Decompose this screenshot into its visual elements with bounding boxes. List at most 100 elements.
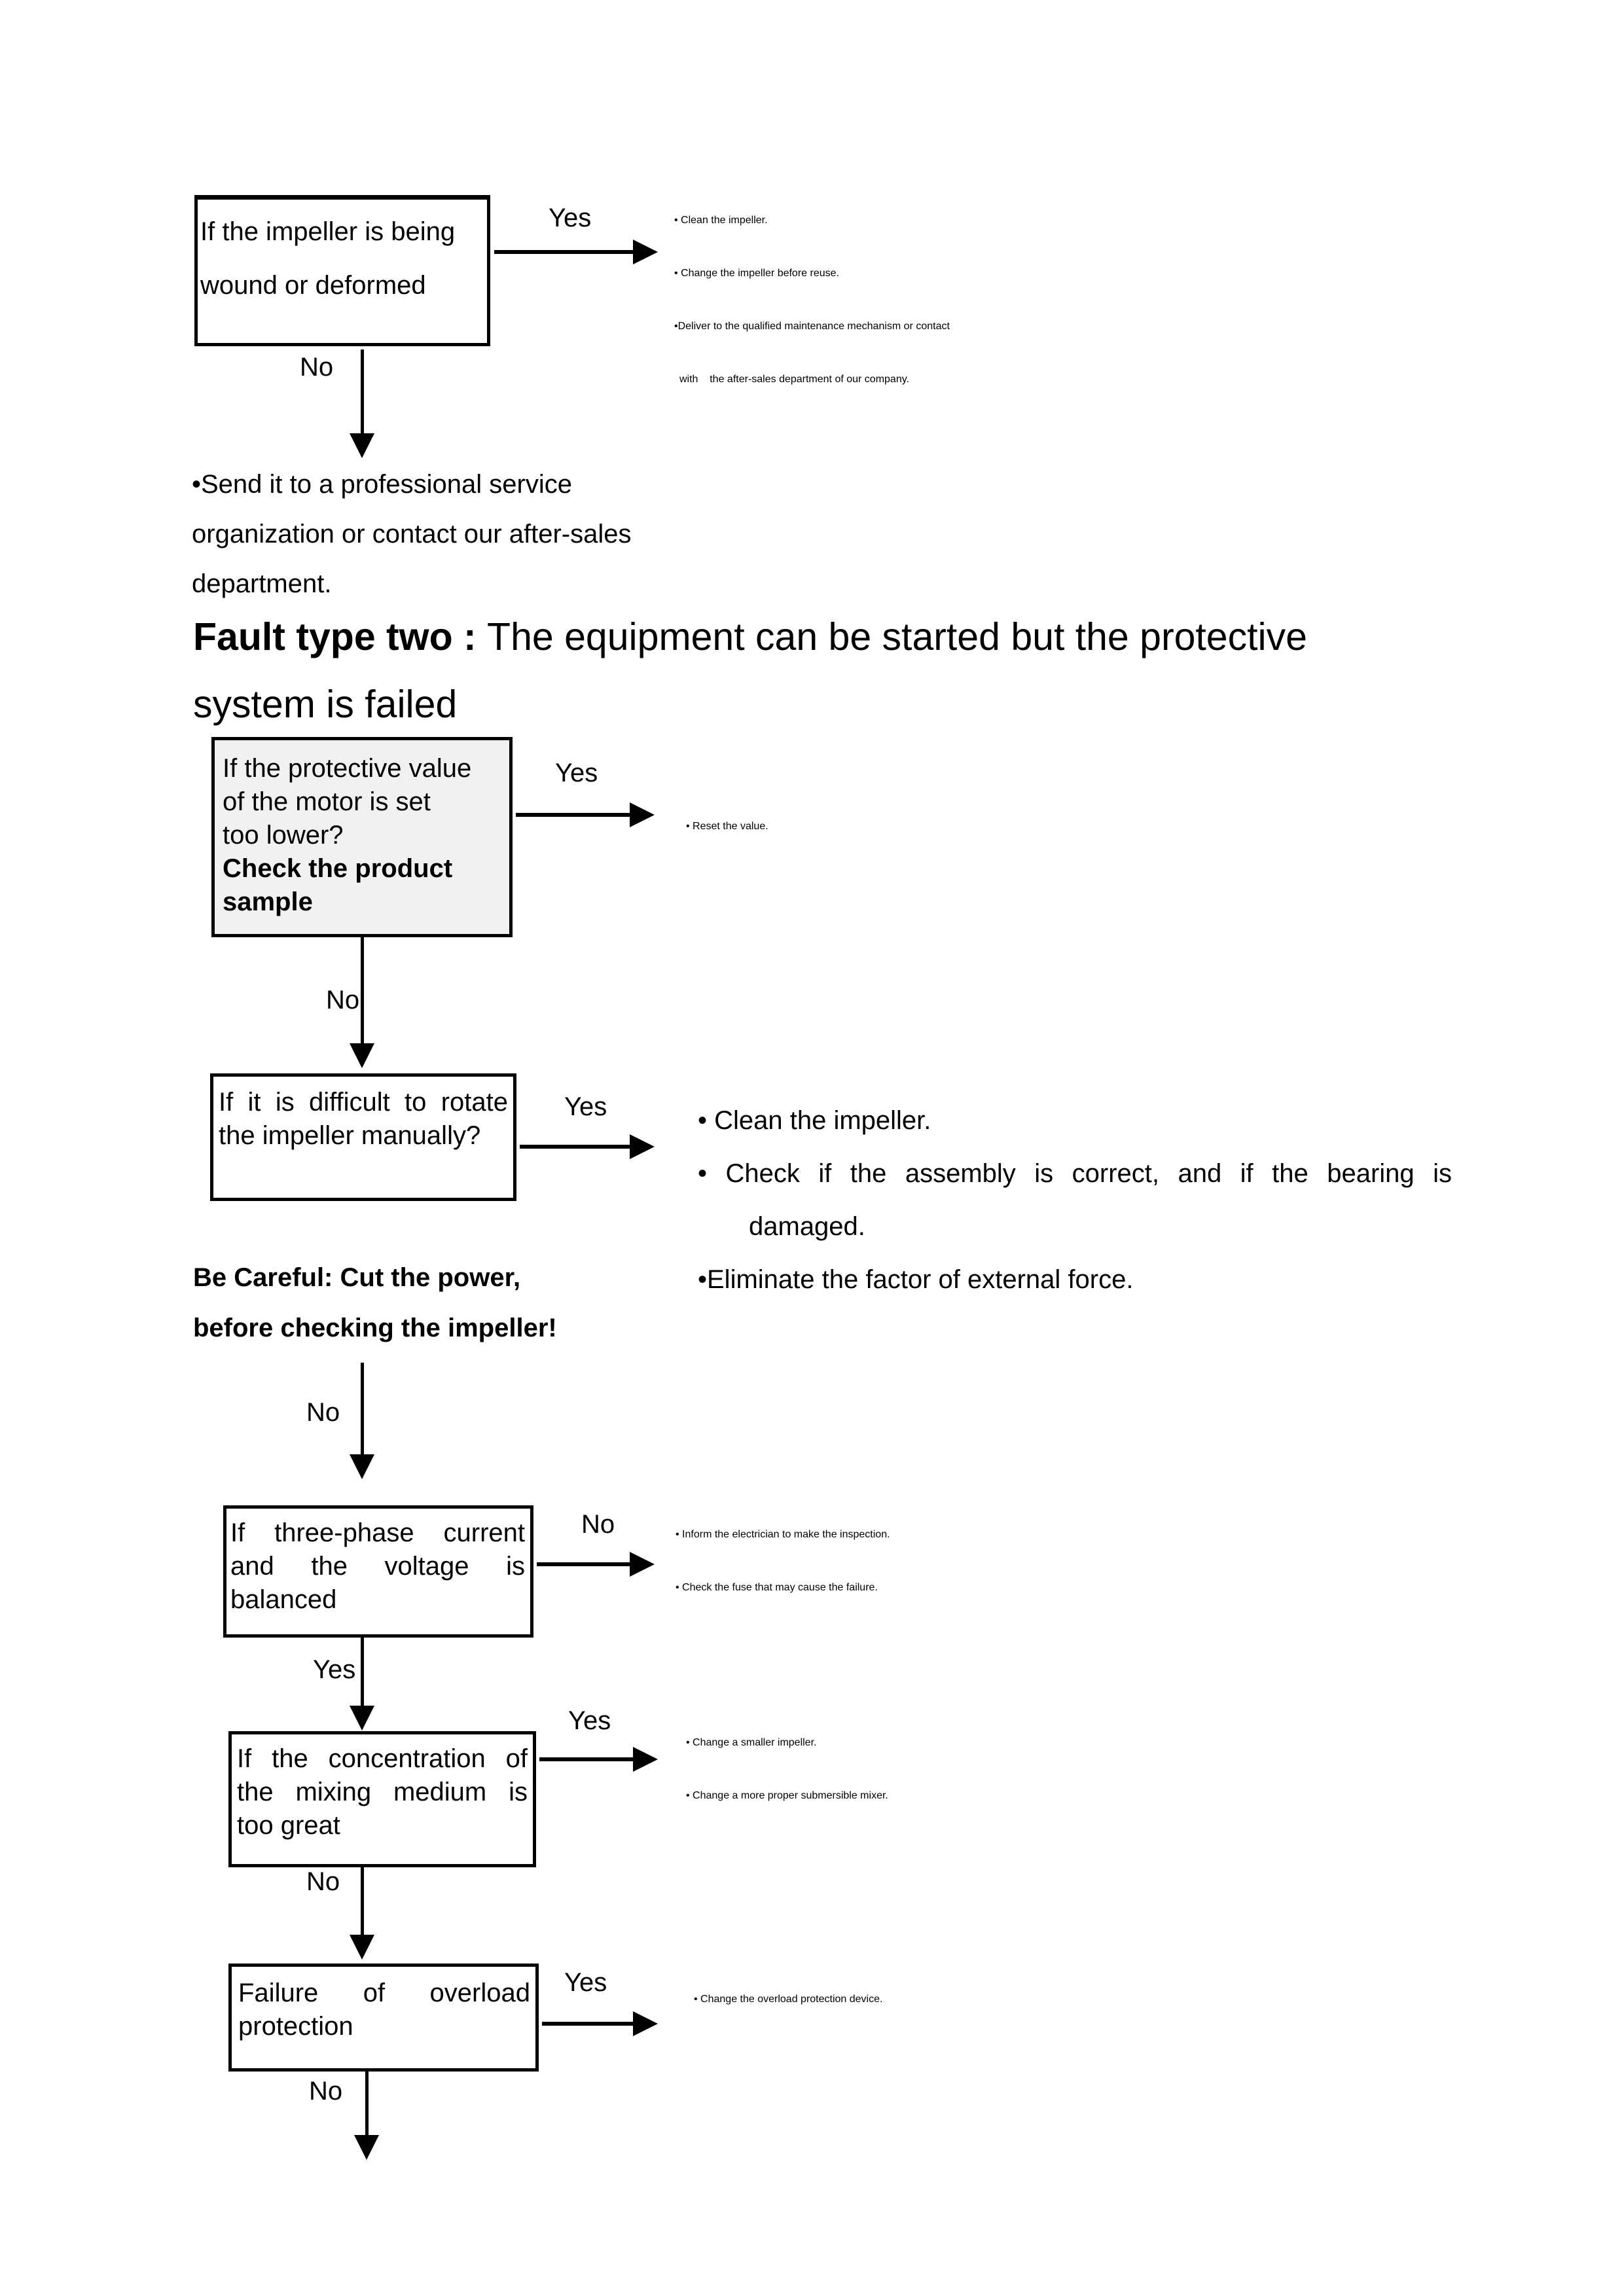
text-line: sample [223, 888, 313, 916]
label-yes-2: Yes [555, 759, 598, 787]
arrow-shaft [520, 1145, 634, 1149]
arrow-head-right-icon [633, 2011, 658, 2036]
arrow-head-right-icon [630, 1552, 655, 1577]
yes-arrow-2 [516, 802, 655, 827]
arrow-head-down-icon [350, 1706, 374, 1731]
text-line: with the after-sales department of our c… [679, 374, 909, 385]
result-lines: • Change the overload protection device. [694, 1973, 1447, 2026]
text-line: too great [237, 1811, 340, 1840]
text-line: • Clean the impeller. [674, 215, 768, 226]
decision-box-text: Failure of overload protection [238, 1977, 530, 2043]
no-arrow-6 [353, 2072, 380, 2160]
result-lines: • Clean the impeller. • Check if the asse… [698, 1094, 1452, 1306]
text-line: If the impeller is being [200, 217, 456, 246]
text-line: department. [192, 569, 332, 598]
text-line: organization or contact our after-sales [192, 520, 632, 548]
decision-box-overload-protection: Failure of overload protection [228, 1964, 539, 2072]
arrow-head-right-icon [633, 1747, 658, 1772]
arrow-head-right-icon [630, 1134, 655, 1159]
paragraph-lines: •Send it to a professional service organi… [192, 459, 631, 609]
label-yes-6: Yes [564, 1968, 607, 1997]
text-line: If the protective value [223, 754, 472, 783]
heading-line-2: system is failed [193, 683, 458, 726]
no-result-paragraph-1: •Send it to a professional service organi… [192, 459, 631, 609]
label-yes-5: Yes [568, 1706, 611, 1735]
result-list-1: • Clean the impeller. • Change the impell… [674, 194, 1443, 406]
no-arrow-1 [349, 350, 375, 458]
yes-arrow-4 [349, 1638, 375, 1731]
label-no-4: No [581, 1510, 615, 1539]
text-line: • Change a more proper submersible mixer… [686, 1790, 888, 1801]
text-line: Check the product [223, 854, 453, 883]
label-no-6: No [309, 2077, 343, 2106]
label-no-2: No [326, 986, 360, 1014]
arrow-shaft [360, 350, 364, 435]
decision-box-rotate-impeller: If it is difficult to rotate the impeller… [210, 1073, 516, 1201]
yes-arrow-1 [494, 240, 658, 264]
result-list-4: • Inform the electrician to make the ins… [676, 1508, 1445, 1614]
caution-note: Be Careful: Cut the power,before checkin… [193, 1253, 557, 1354]
text-line: • Check the fuse that may cause the fail… [676, 1582, 878, 1593]
arrow-head-down-icon [354, 2135, 379, 2160]
decision-box-text: If the concentration of the mixing medium… [237, 1742, 528, 1842]
arrow-head-right-icon [630, 802, 655, 827]
text-line: Be Careful: Cut the power, [193, 1263, 521, 1292]
label-yes-1: Yes [549, 204, 592, 232]
arrow-head-down-icon [350, 1043, 374, 1068]
yes-arrow-3 [520, 1134, 655, 1159]
label-yes-3: Yes [564, 1092, 607, 1121]
result-lines: • Reset the value. [686, 800, 1406, 853]
arrow-shaft [539, 1757, 637, 1761]
no-arrow-2 [349, 937, 375, 1068]
arrow-head-down-icon [350, 1935, 374, 1960]
text-line: • Change a smaller impeller. [686, 1737, 817, 1748]
arrow-shaft [494, 250, 637, 254]
label-yes-4: Yes [313, 1655, 356, 1684]
decision-box-concentration: If the concentration of the mixing medium… [228, 1731, 536, 1867]
result-lines: • Change a smaller impeller. • Change a m… [686, 1716, 1439, 1822]
arrow-shaft [516, 813, 634, 817]
result-list-2: • Reset the value. [686, 800, 1406, 853]
arrow-shaft [360, 1638, 364, 1707]
text-line: the impeller manually? [219, 1121, 481, 1150]
text-line: If it is difficult to rotate [219, 1088, 508, 1117]
label-no-1: No [300, 353, 334, 382]
text-line: • Check if the assembly is correct, and … [698, 1159, 1452, 1188]
text-line: protection [238, 2012, 353, 2041]
result-list-6: • Change the overload protection device. [694, 1973, 1447, 2026]
decision-box-three-phase: If three-phase current and the voltage is… [223, 1505, 533, 1638]
arrow-shaft [360, 1363, 364, 1456]
arrow-shaft [542, 2022, 637, 2026]
label-no-5: No [306, 1867, 340, 1896]
decision-box-text: If it is difficult to rotate the impeller… [219, 1086, 508, 1153]
text-line: and the voltage is [230, 1552, 525, 1581]
text-line: balanced [230, 1585, 337, 1614]
arrow-head-down-icon [350, 1454, 374, 1479]
no-arrow-4 [537, 1552, 655, 1577]
arrow-head-down-icon [350, 433, 374, 458]
arrow-shaft [360, 1867, 364, 1936]
arrow-shaft [365, 2072, 369, 2136]
text-line: the mixing medium is [237, 1778, 528, 1806]
text-line: •Send it to a professional service [192, 470, 572, 499]
heading-regular-part: The equipment can be started but the pro… [487, 615, 1307, 658]
arrow-head-right-icon [633, 240, 658, 264]
text-line: Failure of overload [238, 1979, 530, 2007]
text-line: • Change the impeller before reuse. [674, 268, 839, 279]
text-line: If three-phase current [230, 1518, 525, 1547]
note-lines: Be Careful: Cut the power,before checkin… [193, 1253, 557, 1354]
result-lines: • Inform the electrician to make the ins… [676, 1508, 1445, 1614]
no-arrow-3 [349, 1363, 375, 1479]
text-line: If the concentration of [237, 1744, 528, 1773]
no-arrow-5 [349, 1867, 375, 1960]
heading-line-1: Fault type two : The equipment can be st… [193, 603, 1489, 671]
text-line: • Clean the impeller. [698, 1106, 931, 1135]
heading-bold-part: Fault type two : [193, 615, 488, 658]
text-line: too lower? [223, 821, 344, 850]
text-line: • Change the overload protection device. [694, 1994, 883, 2005]
section-heading: Fault type two : The equipment can be st… [193, 603, 1489, 738]
arrow-shaft [360, 937, 364, 1045]
